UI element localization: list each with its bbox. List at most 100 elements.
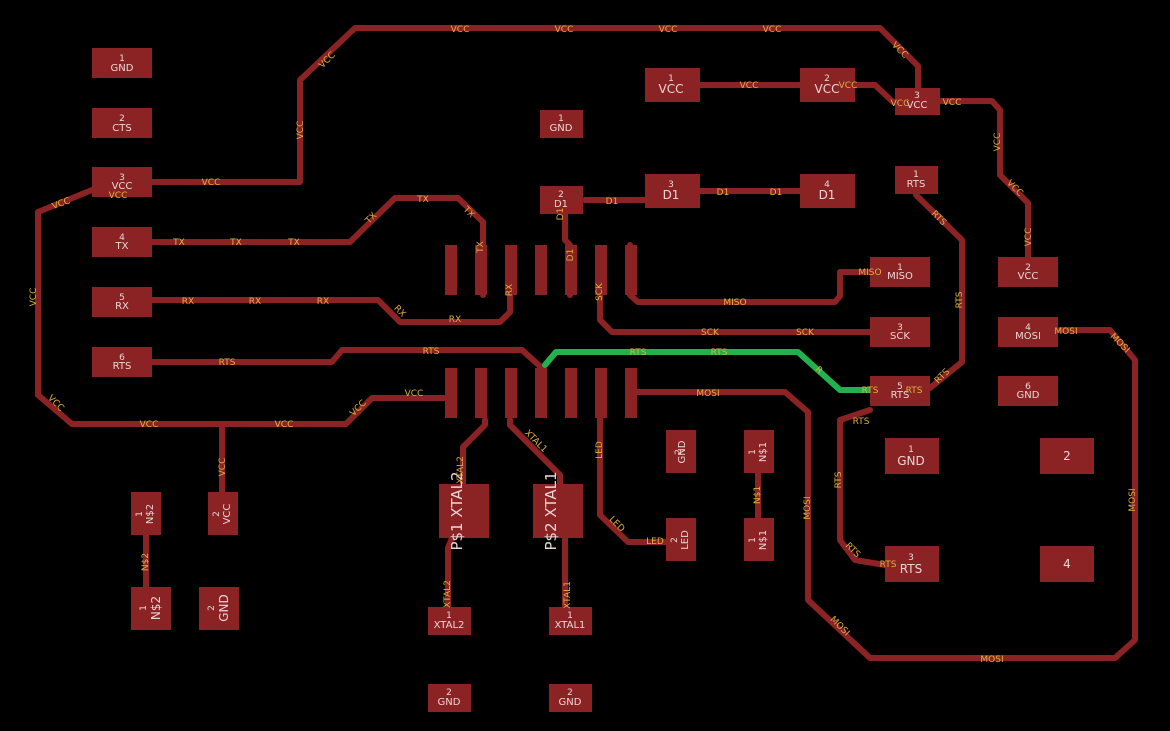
trace-rts-right[interactable] [913, 192, 965, 391]
net-label-mosi: MOSI [1054, 327, 1077, 337]
ic-pin-top-1[interactable] [445, 245, 457, 295]
svg-text:GND: GND [438, 697, 461, 708]
net-label-vcc: VCC [140, 420, 159, 430]
ic-pin-bot-2[interactable] [475, 368, 487, 418]
ic-pin-bot-4[interactable] [535, 368, 547, 418]
ic-pin-top-6[interactable] [595, 245, 607, 295]
trace-rts-selected[interactable] [542, 349, 873, 393]
net-label-sck: SCK [796, 328, 815, 338]
ic-pin-bot-5[interactable] [565, 368, 577, 418]
svg-text:1: 1 [139, 605, 149, 611]
trace-sck[interactable] [597, 292, 873, 335]
pad-xtal1-big[interactable]: P$2 XTAL1 [533, 471, 583, 551]
pad-d1-2[interactable]: 2D1 [540, 186, 583, 214]
net-label-rts: RTS [853, 417, 870, 427]
svg-text:N$2: N$2 [145, 504, 156, 524]
trace-tx[interactable] [149, 195, 486, 298]
ic-pin-bot-6[interactable] [595, 368, 607, 418]
trace-vcc-left[interactable] [35, 187, 448, 427]
ic-pin-top-5[interactable] [565, 245, 577, 295]
net-label-d1: D1 [770, 188, 783, 198]
svg-text:2: 2 [1025, 263, 1031, 273]
svg-text:1: 1 [897, 263, 903, 273]
svg-text:1: 1 [558, 114, 564, 124]
net-label-vcc: VCC [555, 25, 574, 35]
pad-btn-2[interactable]: 2 [1040, 438, 1094, 474]
trace-rx[interactable] [149, 292, 513, 325]
svg-text:1: 1 [748, 537, 758, 543]
svg-text:GND: GND [559, 697, 582, 708]
ic-pin-bot-3[interactable] [505, 368, 517, 418]
pad-btn-4[interactable]: 4 [1040, 546, 1094, 582]
ic-pin-top-3[interactable] [505, 245, 517, 295]
net-label-tx: TX [172, 238, 185, 248]
net-label-led: LED [646, 537, 664, 547]
ic-pin-top-7[interactable] [625, 245, 637, 295]
trace-vcc-top[interactable] [147, 25, 921, 185]
net-label-vcc: VCC [218, 458, 228, 477]
ic-pin-top-2[interactable] [475, 245, 487, 295]
svg-text:1: 1 [446, 611, 452, 621]
svg-text:4: 4 [119, 233, 125, 243]
svg-text:1: 1 [748, 449, 758, 455]
svg-text:GND: GND [550, 123, 573, 134]
pad-ftdi-4[interactable]: 4TX [92, 227, 152, 257]
pad-d1-3[interactable]: 3D1 [645, 174, 700, 208]
net-label-rx: RX [249, 297, 261, 307]
ic-pin-top-4[interactable] [535, 245, 547, 295]
trace-rts-btn[interactable] [837, 407, 888, 568]
pad-xtal2-big[interactable]: P$1 XTAL2 [439, 471, 489, 551]
ic-pin-bot-1[interactable] [445, 368, 457, 418]
trace-vcc-right[interactable] [937, 98, 1031, 261]
pad-ftdi-5[interactable]: 5RX [92, 287, 152, 317]
svg-text:5: 5 [897, 382, 903, 392]
trace-xtal2-b[interactable] [445, 535, 455, 611]
trace-xtal2[interactable] [460, 417, 488, 488]
svg-text:1: 1 [668, 74, 674, 84]
ic-pin-bot-7[interactable] [625, 368, 637, 418]
net-label-d1: D1 [606, 197, 619, 207]
trace-mosi[interactable] [627, 327, 1138, 661]
svg-text:XTAL1: XTAL1 [555, 620, 586, 631]
net-label-rts: RTS [711, 348, 728, 358]
net-label-r: R [813, 365, 825, 377]
pad-d1-4[interactable]: 4D1 [800, 174, 855, 208]
net-label-vcc: VCC [891, 99, 910, 109]
trace-rts-left[interactable] [149, 347, 545, 371]
net-label-xtal1: XTAL1 [563, 581, 573, 609]
trace-led[interactable] [597, 412, 668, 545]
svg-text:VCC: VCC [222, 504, 233, 525]
svg-text:1: 1 [135, 511, 145, 517]
svg-text:GND: GND [677, 440, 688, 463]
net-label-rx: RX [317, 297, 329, 307]
